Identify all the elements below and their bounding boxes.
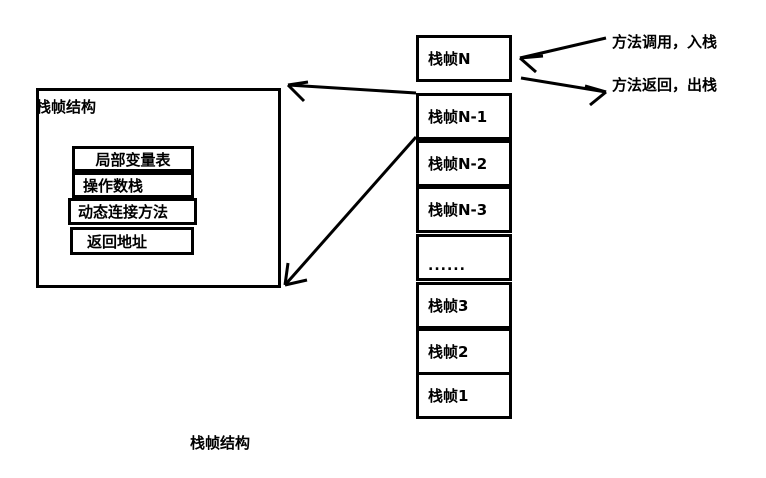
annotation-method-call-push: 方法调用，入栈 — [612, 33, 718, 51]
frame-structure-title: 栈帧结构 — [36, 98, 97, 116]
stack-frame-2: 栈帧2 — [416, 328, 512, 375]
stack-frame-label: 栈帧1 — [428, 387, 469, 405]
frame-component-operand-stack: 操作数栈 — [72, 172, 194, 198]
frame-component-label: 操作数栈 — [83, 176, 144, 195]
stack-frame-label: 栈帧2 — [428, 343, 469, 361]
arrow-push-into-stack — [519, 36, 607, 74]
stack-frame-ellipsis: ...... — [416, 234, 512, 281]
arrow-expand-top — [286, 80, 417, 103]
frame-component-label: 动态连接方法 — [78, 203, 169, 221]
frame-component-dynamic-linking: 动态连接方法 — [68, 198, 197, 225]
stack-frame-n-3: 栈帧N-3 — [416, 186, 512, 233]
arrow-expand-bottom — [283, 136, 418, 287]
arrow-pop-out-of-stack — [520, 76, 607, 107]
frame-component-label: 局部变量表 — [95, 150, 171, 169]
stack-frame-n-1: 栈帧N-1 — [416, 93, 512, 140]
stack-frame-3: 栈帧3 — [416, 282, 512, 329]
stack-frame-n-2: 栈帧N-2 — [416, 140, 512, 187]
stack-frame-label: 栈帧N-3 — [428, 201, 488, 219]
diagram-caption: 栈帧结构 — [190, 434, 251, 452]
stack-frame-label: 栈帧N-1 — [428, 108, 488, 126]
stack-frame-n: 栈帧N — [416, 35, 512, 82]
stack-frame-label: 栈帧3 — [428, 297, 469, 315]
stack-frame-label: ...... — [428, 258, 466, 274]
annotation-method-return-pop: 方法返回，出栈 — [612, 76, 718, 94]
stack-frame-1: 栈帧1 — [416, 372, 512, 419]
stack-frame-label: 栈帧N-2 — [428, 155, 488, 173]
stack-frame-label: 栈帧N — [428, 50, 471, 68]
frame-component-label: 返回地址 — [87, 232, 148, 251]
frame-component-return-address: 返回地址 — [70, 227, 194, 255]
frame-component-local-variable-table: 局部变量表 — [72, 146, 194, 172]
